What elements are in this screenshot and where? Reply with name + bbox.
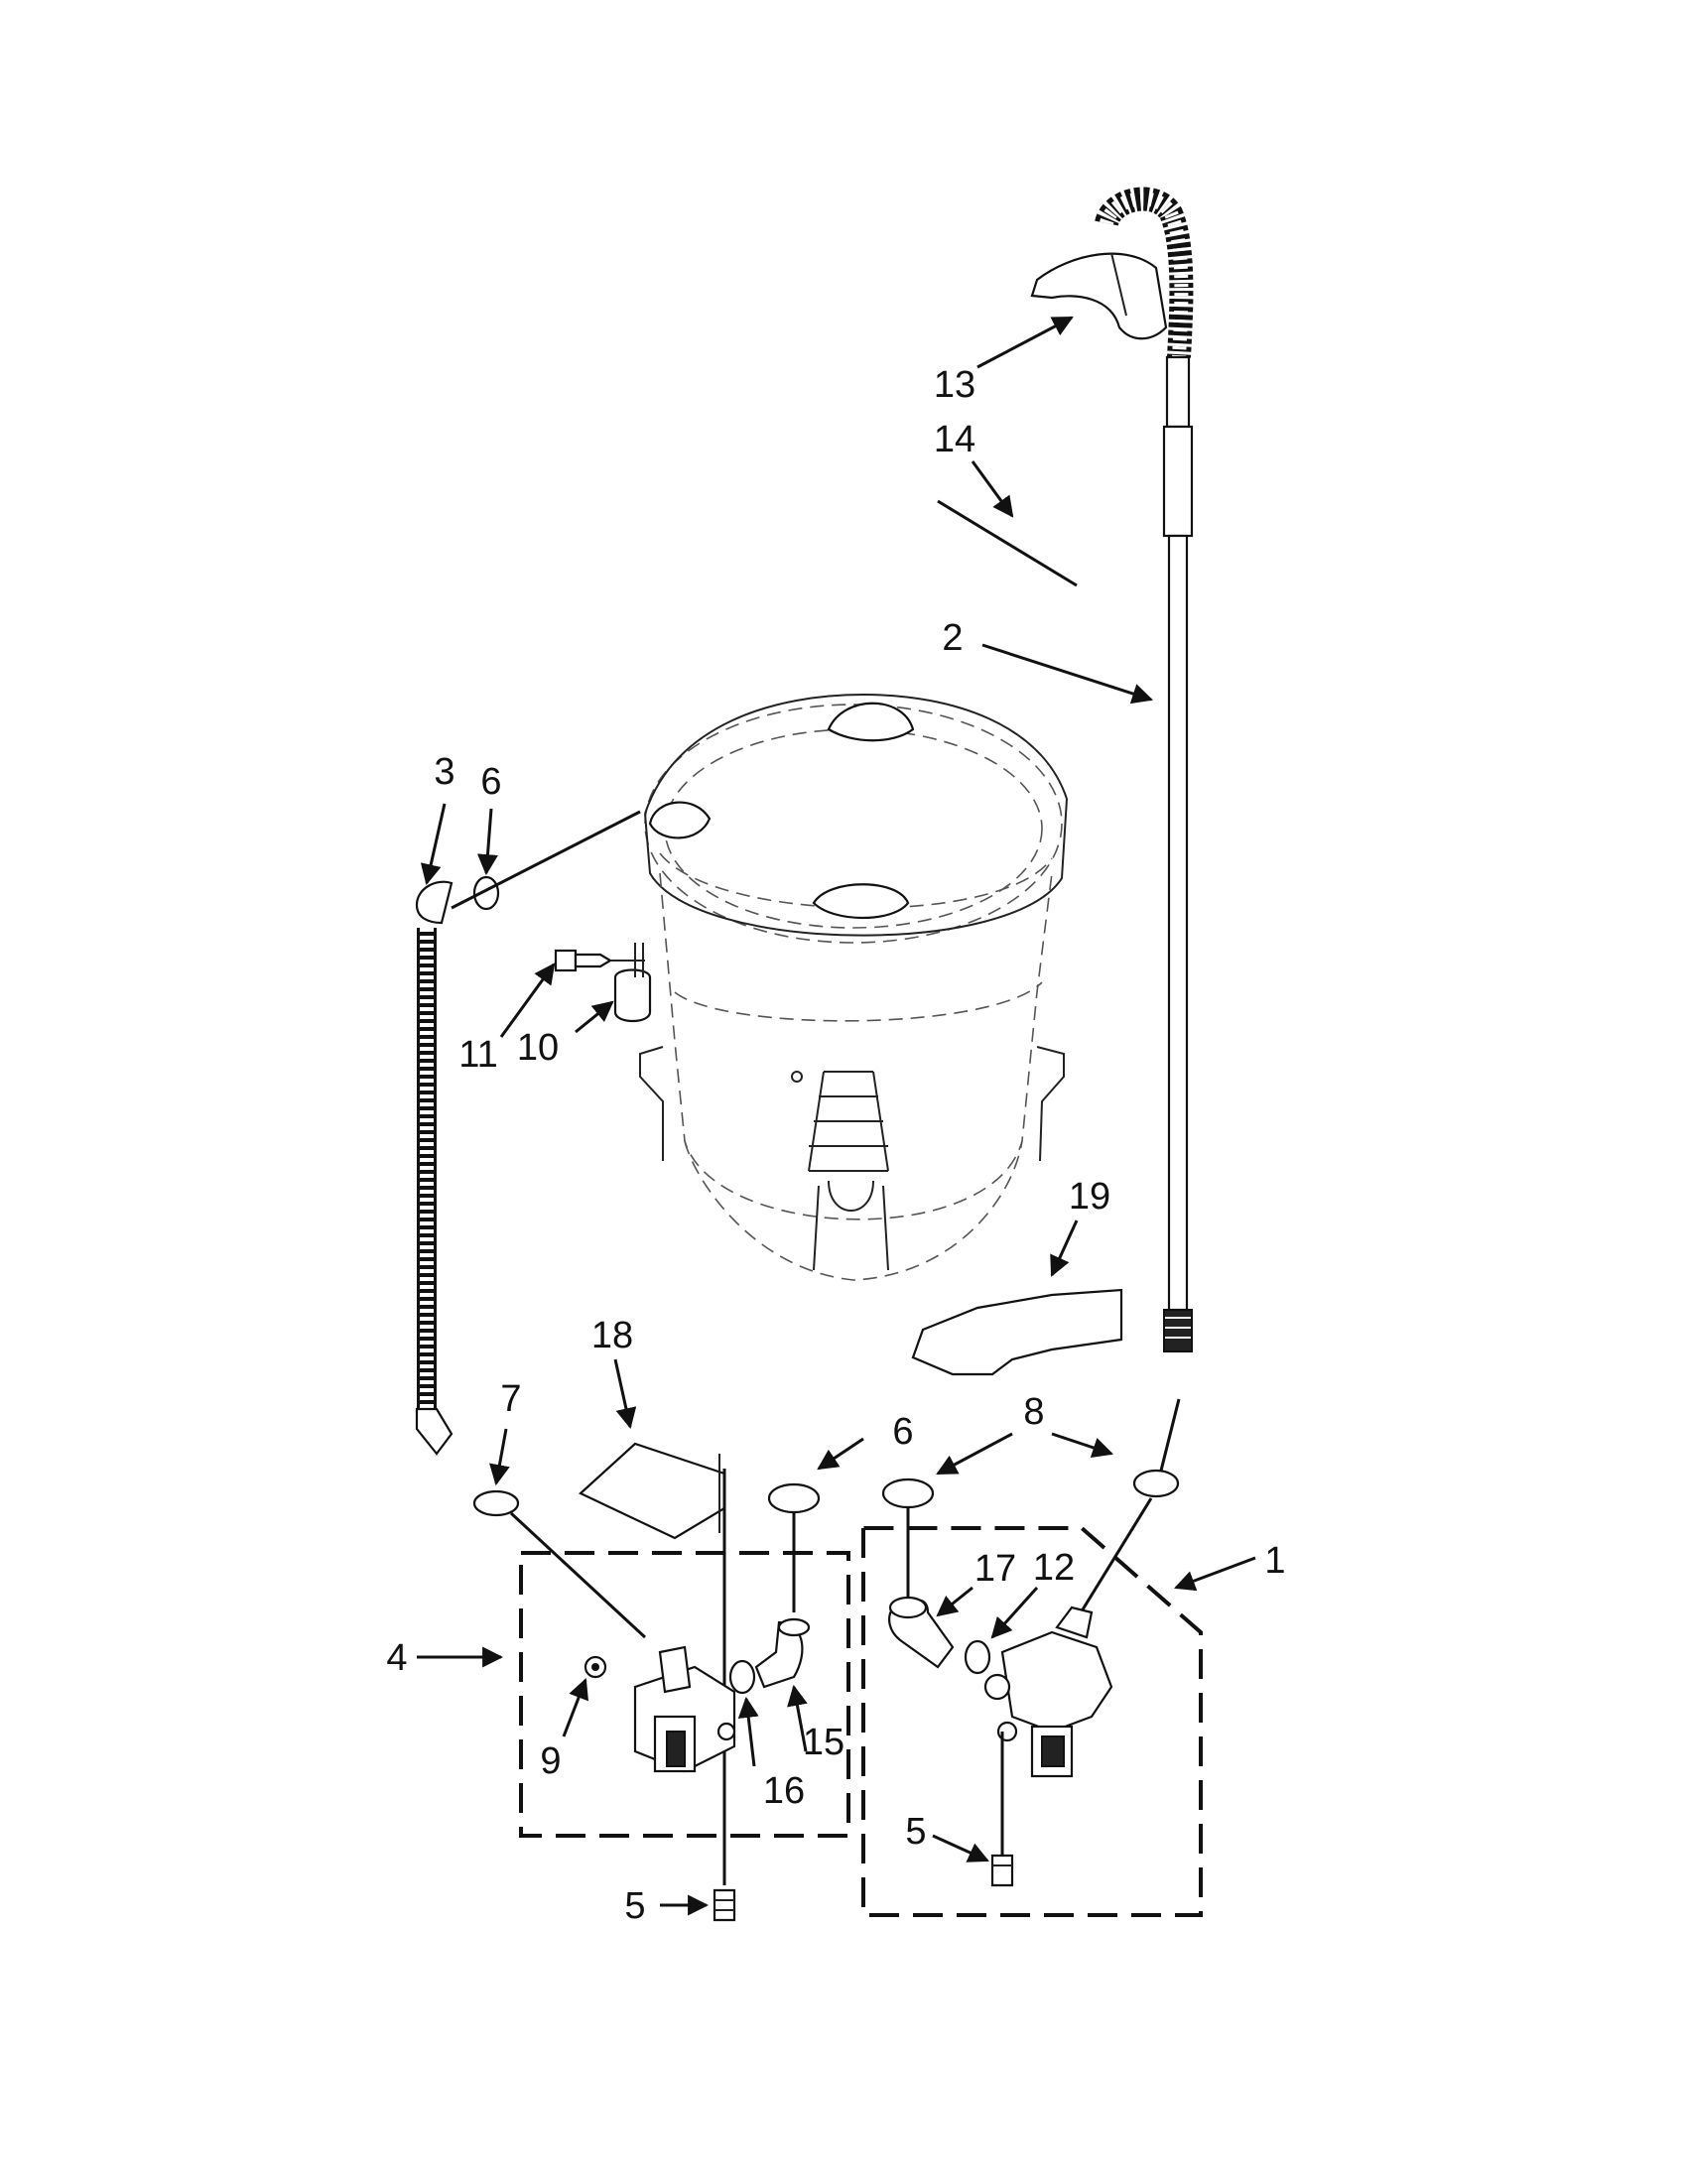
callout-4: 4 [386,1637,407,1679]
clamp [767,1482,821,1514]
callout-5-lower-left: 5 [624,1885,645,1927]
screw [990,1732,1014,1887]
callout-15: 15 [803,1722,844,1763]
clamp [728,1659,756,1695]
drain-pump [983,1606,1113,1778]
clamp [451,810,641,911]
callout-6-lower: 6 [892,1411,913,1453]
tub-to-pump-hose [415,880,454,1456]
callout-11: 11 [458,1034,497,1076]
elbow-hose [888,1596,955,1669]
hose-holder [613,943,652,1023]
clamp [472,1489,520,1517]
callout-2: 2 [942,617,963,659]
callout-14: 14 [934,419,975,460]
clamp [1132,1469,1180,1498]
hose-hook [1030,252,1168,340]
callout-7: 7 [500,1378,521,1420]
clamp [964,1639,991,1675]
callout-17: 17 [974,1548,1016,1590]
drain-hose [1095,187,1194,1352]
callout-1: 1 [1264,1540,1285,1582]
callout-5-lower-right: 5 [905,1811,926,1853]
callout-19: 19 [1069,1176,1110,1218]
clamp [881,1477,935,1509]
washer [584,1655,607,1679]
callout-13: 13 [934,364,975,406]
callout-3: 3 [434,751,454,793]
callout-8: 8 [1023,1391,1044,1433]
bracket [911,1288,1123,1376]
callout-12: 12 [1033,1547,1075,1589]
screw [713,1888,736,1922]
shield [579,1442,726,1540]
callout-16: 16 [763,1770,805,1812]
screw [554,949,645,972]
pump-valve [633,1645,736,1773]
pump-assembly-group [861,1526,1203,1917]
callout-18: 18 [591,1315,633,1356]
elbow-hose [754,1617,811,1689]
outer-tub [639,693,1068,1281]
callout-9: 9 [540,1740,561,1782]
cable-tie [937,499,1078,587]
callout-10: 10 [517,1027,559,1069]
callout-6-upper: 6 [480,761,501,803]
